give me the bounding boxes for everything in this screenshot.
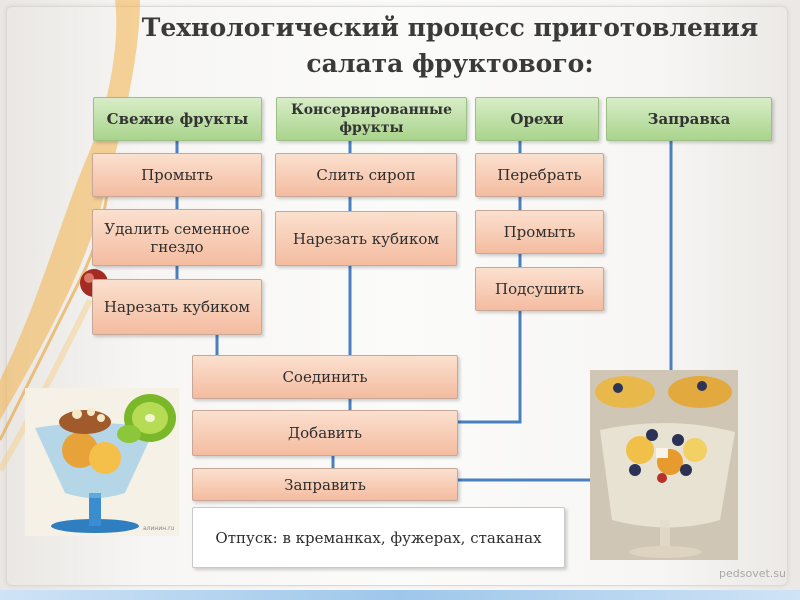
title-line-2: салата фруктового: bbox=[306, 49, 594, 78]
step-combine: Соединить bbox=[192, 355, 458, 399]
fruit-dessert-photo: алинин.ru bbox=[25, 388, 179, 536]
step-fresh-remove-core: Удалить семенное гнездо bbox=[92, 209, 262, 266]
watermark: pedsovet.su bbox=[719, 567, 786, 580]
step-serve: Отпуск: в креманках, фужерах, стаканах bbox=[192, 507, 565, 568]
step-add: Добавить bbox=[192, 410, 458, 456]
photo-caption: алинин.ru bbox=[143, 525, 175, 532]
header-dressing: Заправка bbox=[606, 97, 772, 141]
salad-cups-illustration bbox=[590, 370, 738, 560]
slide-title: Технологический процесс приготовления са… bbox=[130, 10, 770, 82]
step-dress: Заправить bbox=[192, 468, 458, 501]
step-nuts-wash: Промыть bbox=[475, 210, 604, 254]
step-canned-drain: Слить сироп bbox=[275, 153, 457, 197]
header-nuts: Орехи bbox=[475, 97, 599, 141]
header-fresh-fruits: Свежие фрукты bbox=[93, 97, 262, 141]
fruit-salad-photo bbox=[590, 370, 738, 560]
bottom-strip bbox=[0, 590, 800, 600]
step-fresh-wash: Промыть bbox=[92, 153, 262, 197]
title-line-1: Технологический процесс приготовления bbox=[141, 13, 759, 42]
step-fresh-cut: Нарезать кубиком bbox=[92, 279, 262, 335]
dessert-glass-illustration: алинин.ru bbox=[35, 394, 176, 533]
step-nuts-dry: Подсушить bbox=[475, 267, 604, 311]
step-canned-cut: Нарезать кубиком bbox=[275, 211, 457, 266]
slide-frame bbox=[6, 6, 788, 586]
header-canned-fruits: Консервированные фрукты bbox=[276, 97, 467, 141]
step-nuts-sort: Перебрать bbox=[475, 153, 604, 197]
